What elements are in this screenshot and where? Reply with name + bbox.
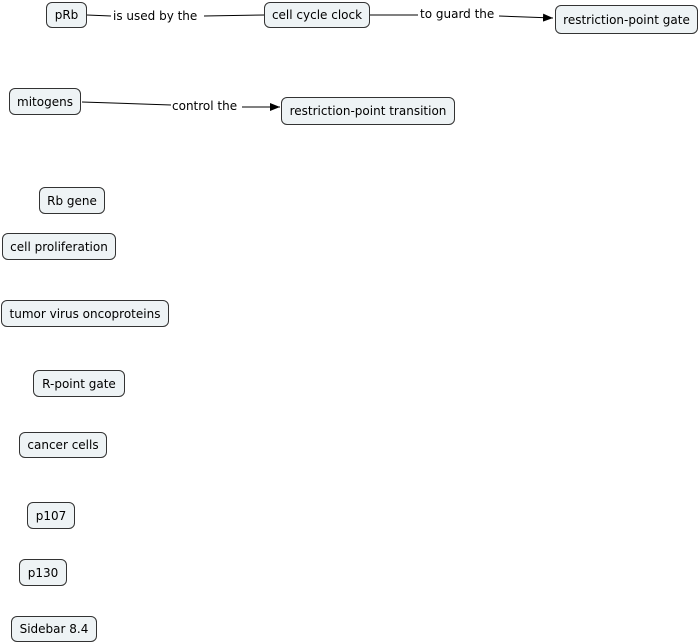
concept-node-r-point-gate[interactable]: R-point gate — [33, 370, 125, 397]
concept-node-cell-proliferation[interactable]: cell proliferation — [2, 233, 116, 260]
edge-prb-to-is-used-by — [86, 14, 112, 17]
concept-node-prb[interactable]: pRb — [46, 2, 87, 28]
edge-guard-to-restriction-point-gate — [498, 13, 554, 22]
concept-node-rb-gene[interactable]: Rb gene — [39, 187, 105, 214]
concept-node-tumor-virus-oncoproteins[interactable]: tumor virus oncoproteins — [1, 300, 169, 327]
edge-is-used-by-to-cell-cycle-clock — [203, 14, 266, 17]
concept-node-sidebar-8-4[interactable]: Sidebar 8.4 — [11, 616, 97, 642]
concept-node-mitogens[interactable]: mitogens — [9, 88, 81, 115]
concept-node-cancer-cells[interactable]: cancer cells — [19, 432, 107, 458]
concept-node-p130[interactable]: p130 — [19, 559, 67, 586]
concept-node-p107[interactable]: p107 — [27, 502, 75, 529]
concept-node-restriction-point-gate[interactable]: restriction-point gate — [555, 5, 698, 34]
link-label-is-used-by-the: is used by the — [113, 9, 198, 23]
edge-mitogens-to-control — [81, 101, 172, 106]
concept-node-restriction-point-transition[interactable]: restriction-point transition — [281, 97, 455, 125]
concept-node-cell-cycle-clock[interactable]: cell cycle clock — [264, 2, 370, 28]
link-label-to-guard-the: to guard the — [420, 7, 495, 21]
link-label-control-the: control the — [172, 99, 238, 113]
